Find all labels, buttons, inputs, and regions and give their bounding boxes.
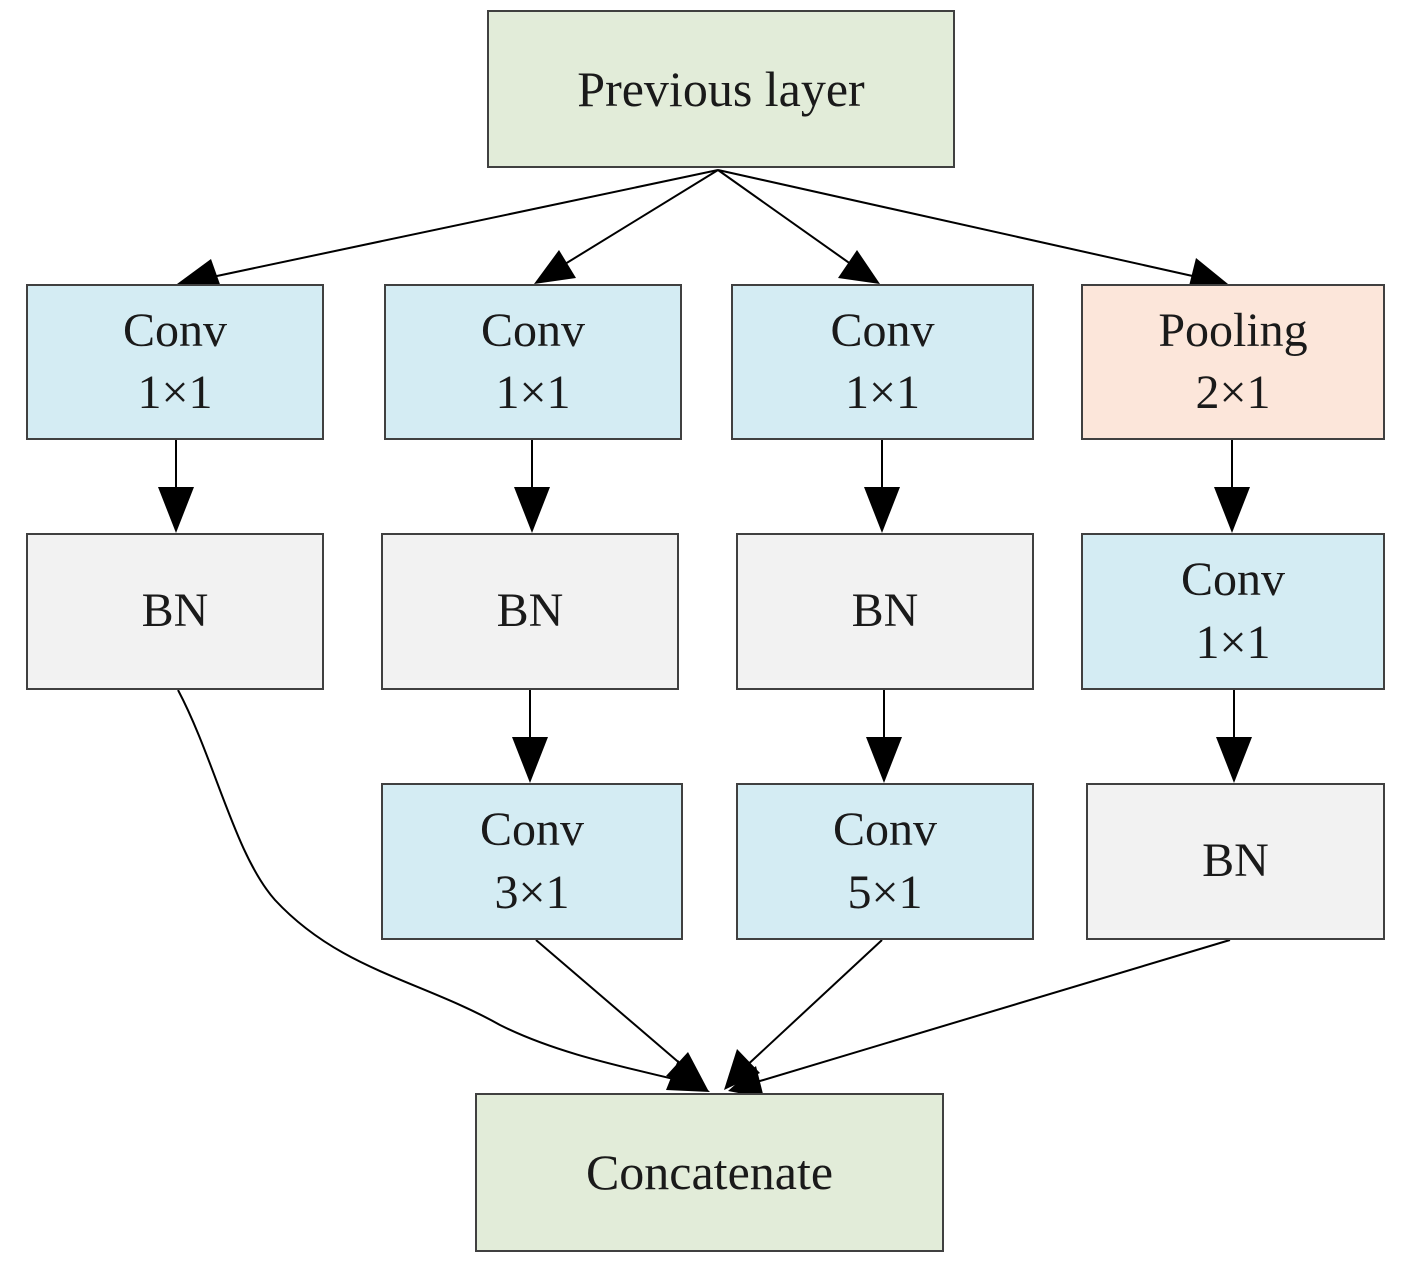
- node-kernel: 1×1: [495, 366, 571, 419]
- edge-previous-to-pool-d1: [717, 169, 1207, 280]
- node-kernel: 5×1: [847, 865, 923, 919]
- node-kernel: 3×1: [494, 865, 570, 919]
- node-pooling-d1: Pooling 2×1: [1081, 284, 1385, 440]
- node-conv-a1: Conv 1×1: [26, 284, 324, 440]
- node-concatenate: Concatenate: [475, 1093, 944, 1252]
- arrowhead-concat-right: [728, 1066, 764, 1098]
- arrowhead-conv-b3: [512, 737, 548, 783]
- arrowhead-concat-c: [724, 1049, 760, 1090]
- node-label: BN: [851, 584, 919, 638]
- arrowhead-pool-d1: [1188, 258, 1228, 290]
- node-label: Concatenate: [585, 1144, 834, 1200]
- node-label: BN: [496, 584, 564, 638]
- node-label: Conv: [1180, 553, 1285, 607]
- edge-previous-to-conv-c1: [717, 169, 863, 273]
- node-conv-b1: Conv 1×1: [384, 284, 682, 440]
- node-label: Conv: [830, 303, 935, 357]
- node-kernel: 1×1: [844, 366, 921, 419]
- arrowhead-conv-a1: [177, 259, 222, 290]
- arrowhead-bn-d: [1216, 737, 1252, 783]
- node-conv-c1: Conv 1×1: [731, 284, 1034, 440]
- node-conv-c3: Conv 5×1: [736, 783, 1034, 940]
- node-previous-layer: Previous layer: [487, 10, 955, 168]
- node-kernel: 1×1: [137, 366, 213, 419]
- node-kernel: 1×1: [1195, 615, 1271, 669]
- edge-previous-to-conv-a1: [197, 169, 719, 281]
- arrowhead-bn-b: [514, 487, 550, 533]
- edge-previous-to-conv-b1: [551, 169, 719, 273]
- node-label: Conv: [480, 303, 585, 357]
- node-bn-a: BN: [26, 533, 324, 690]
- edge-bn-a-to-concat: [177, 689, 691, 1084]
- node-bn-b: BN: [381, 533, 679, 690]
- arrowhead-conv-b1: [534, 250, 576, 284]
- node-kernel: 2×1: [1195, 366, 1271, 419]
- arrowhead-bn-c: [864, 487, 900, 533]
- node-label: Conv: [122, 303, 227, 357]
- node-label: Conv: [832, 803, 937, 857]
- edge-conv-c3-to-concat: [741, 939, 883, 1071]
- arrowhead-bn-a: [158, 487, 194, 533]
- edge-bn-d-to-concat: [749, 939, 1231, 1085]
- node-conv-b3: Conv 3×1: [381, 783, 683, 940]
- node-label: BN: [141, 584, 209, 638]
- arrowhead-conv-d2: [1214, 487, 1250, 533]
- arrowhead-conv-c3: [866, 737, 902, 783]
- node-conv-d2: Conv 1×1: [1081, 533, 1385, 690]
- arrowhead-concat-b: [666, 1052, 708, 1090]
- edge-conv-b3-to-concat: [535, 939, 691, 1073]
- node-label: BN: [1202, 834, 1269, 888]
- node-bn-d: BN: [1086, 783, 1385, 940]
- node-bn-c: BN: [736, 533, 1034, 690]
- node-label: Previous layer: [577, 60, 865, 117]
- node-label: Conv: [479, 803, 584, 857]
- node-label: Pooling: [1158, 303, 1308, 357]
- arrowhead-conv-c1: [838, 250, 880, 284]
